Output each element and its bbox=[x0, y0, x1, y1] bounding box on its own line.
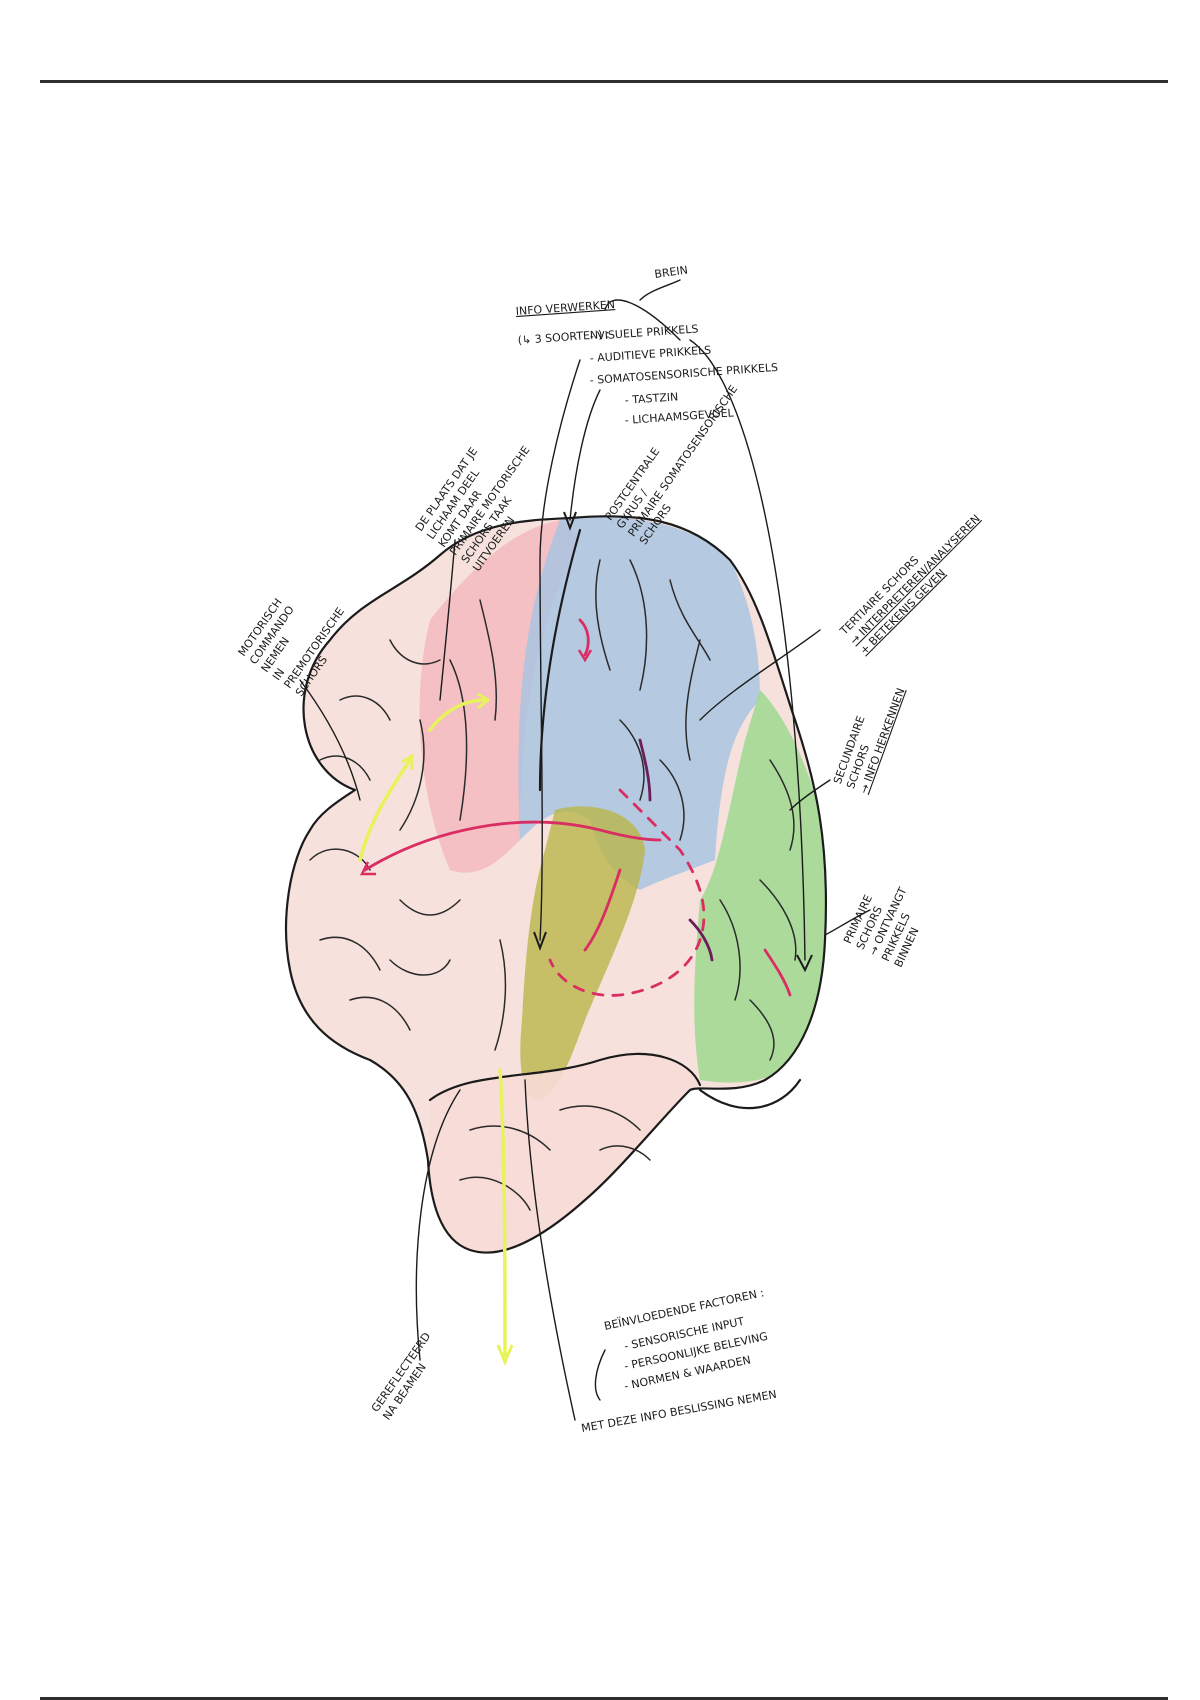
tertiary-line-2: → INTERPRETEREN/ANALYSEREN bbox=[847, 512, 982, 647]
temporal-lobe-region bbox=[428, 1054, 700, 1253]
somatosensory-region bbox=[518, 517, 760, 890]
info-heading: INFO VERWERKEN bbox=[515, 298, 615, 318]
arrowheads bbox=[359, 511, 813, 1366]
lateral-fissure bbox=[428, 1052, 702, 1102]
cerebellum bbox=[698, 1078, 802, 1110]
label-brein: BREIN bbox=[654, 263, 689, 281]
somato-sub-touch: - TASTZIN bbox=[624, 390, 678, 407]
central-sulcus bbox=[538, 528, 582, 792]
secondary-line-3: → INFO HERKENNEN bbox=[857, 686, 907, 795]
leader-lines bbox=[299, 279, 871, 1421]
bottom-divider bbox=[40, 1697, 1168, 1700]
decision-label: MET DEZE INFO BESLISSING NEMEN bbox=[580, 1388, 777, 1435]
gyri-lines bbox=[309, 559, 797, 1211]
sorts-intro: (↳ 3 SOORTEN) : bbox=[517, 328, 610, 347]
auditory-cortex-region bbox=[520, 806, 645, 1100]
stimulus-auditory: - AUDITIEVE PRIKKELS bbox=[589, 344, 711, 365]
stimulus-visual: - VISUELE PRIKKELS bbox=[589, 322, 698, 343]
brain-outline bbox=[285, 515, 828, 1254]
top-divider bbox=[40, 80, 1168, 83]
stimulus-somatosensory: - SOMATOSENSORISCHE PRIKKELS bbox=[589, 361, 778, 387]
annotation-arrows bbox=[358, 618, 792, 1357]
